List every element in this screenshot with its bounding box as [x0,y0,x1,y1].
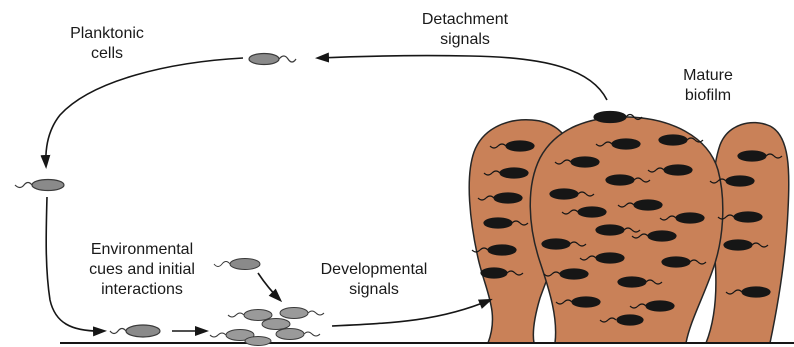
developmental-signals-label-line1: Developmental [312,260,436,280]
free-grey-cell [214,259,260,270]
planktonic-cell-left [15,180,64,191]
cluster-cell [262,319,290,330]
environmental-cues-label-line2: cues and initial [76,260,208,280]
developmental-arrow [332,300,490,326]
detachment-signals-label-line1: Detachment [410,10,520,30]
approaching-cell [110,325,160,337]
mature-biofilm-label: Mature biofilm [668,66,748,106]
mature-biofilm-label-line1: Mature [668,66,748,86]
biofilm-column-middle [530,117,723,343]
mature-biofilm-label-line2: biofilm [668,86,748,106]
detachment-signals-label-line2: signals [410,30,520,50]
cluster-cell [280,308,324,319]
planktonic-cells-label: Planktonic cells [62,24,152,64]
planktonic-cells-label-line2: cells [62,44,152,64]
planktonic-dispersal-arrow [46,58,243,166]
developmental-signals-label: Developmental signals [312,260,436,300]
cluster-cell [276,329,320,340]
planktonic-cell-top [249,54,296,65]
developmental-signals-label-line2: signals [312,280,436,300]
environmental-cues-label-line3: interactions [76,280,208,300]
detachment-signals-label: Detachment signals [410,10,520,50]
attached-cell-cluster [210,259,324,346]
environmental-cues-label: Environmental cues and initial interacti… [76,240,208,300]
cluster-cell [228,310,272,321]
cluster-cell [245,337,271,346]
detachment-arrow [318,56,607,100]
planktonic-cells-label-line1: Planktonic [62,24,152,44]
grey-cell-join-arrow [258,273,280,300]
environmental-cues-label-line1: Environmental [76,240,208,260]
